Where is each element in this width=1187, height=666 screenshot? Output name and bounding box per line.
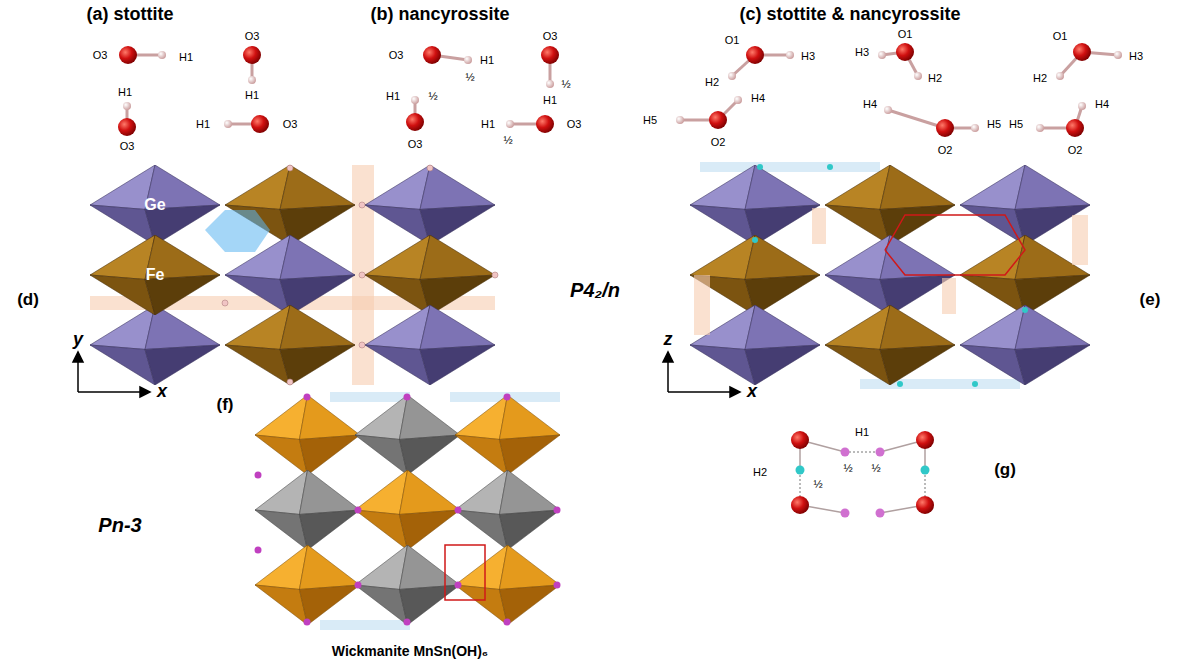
atom-label: H4 xyxy=(751,92,765,104)
panel-letter: (f) xyxy=(217,396,234,415)
occupancy-label: ½ xyxy=(813,478,822,490)
element-label: Fe xyxy=(146,266,165,284)
atom-label: O3 xyxy=(283,118,298,130)
axis-label: x xyxy=(157,382,167,402)
atom-label: O3 xyxy=(389,49,404,61)
panel-letter: (e) xyxy=(1140,291,1161,310)
atom-label: O1 xyxy=(1053,30,1068,42)
atom-label: H5 xyxy=(987,118,1001,130)
atom-label: H2 xyxy=(753,466,767,478)
atom-label: H1 xyxy=(245,89,259,101)
axis-label: y xyxy=(73,330,83,350)
atom-label: H2 xyxy=(705,76,719,88)
atom-label: O2 xyxy=(1068,144,1083,156)
octahedron-node: Fe xyxy=(90,235,220,315)
element-label: Ge xyxy=(144,196,165,214)
space-group: P4₂/n xyxy=(570,279,620,301)
atom-label: O2 xyxy=(711,136,726,148)
octahedron-node: Ge xyxy=(90,165,220,245)
panel-letter: (g) xyxy=(994,461,1016,480)
atom-label: H3 xyxy=(855,46,869,58)
atom-label: O3 xyxy=(245,30,260,42)
atom-label: H3 xyxy=(801,50,815,62)
atom-label: O3 xyxy=(120,140,135,152)
mineral-name: Wickmanite MnSn(OH)₆ xyxy=(332,644,488,659)
occupancy-label: ½ xyxy=(561,78,570,90)
atom-label: H1 xyxy=(386,90,400,102)
atom-label: H4 xyxy=(863,98,877,110)
occupancy-label: ½ xyxy=(503,134,512,146)
atom-label: H1 xyxy=(118,86,132,98)
atom-label: H4 xyxy=(1095,98,1109,110)
axis-label: x xyxy=(747,382,757,402)
atom-label: H1 xyxy=(481,118,495,130)
atom-label: H5 xyxy=(1009,118,1023,130)
atom-label: O3 xyxy=(567,118,582,130)
occupancy-label: ½ xyxy=(465,71,474,83)
atom-label: H1 xyxy=(179,51,193,63)
panel-title: (b) nancyrossite xyxy=(370,5,509,25)
occupancy-label: ½ xyxy=(871,462,880,474)
atom-label: O3 xyxy=(408,138,423,150)
atom-label: H2 xyxy=(928,72,942,84)
atom-label: H3 xyxy=(1129,50,1143,62)
occupancy-label: ½ xyxy=(428,90,437,102)
panel-letter: (d) xyxy=(17,291,39,310)
atom-label: O3 xyxy=(93,49,108,61)
panel-title: (a) stottite xyxy=(87,5,174,25)
atom-label: O2 xyxy=(938,144,953,156)
space-group: Pn-3 xyxy=(98,514,141,536)
atom-label: H1 xyxy=(480,54,494,66)
atom-label: O3 xyxy=(543,30,558,42)
axis-label: z xyxy=(664,330,673,350)
atom-label: O1 xyxy=(898,28,913,40)
atom-label: H5 xyxy=(643,114,657,126)
panel-title: (c) stottite & nancyrossite xyxy=(739,5,960,25)
atom-label: H1 xyxy=(855,426,869,438)
atom-label: H1 xyxy=(543,94,557,106)
atom-label: H2 xyxy=(1033,72,1047,84)
atom-label: O1 xyxy=(725,34,740,46)
occupancy-label: ½ xyxy=(843,462,852,474)
atom-label: H1 xyxy=(196,118,210,130)
